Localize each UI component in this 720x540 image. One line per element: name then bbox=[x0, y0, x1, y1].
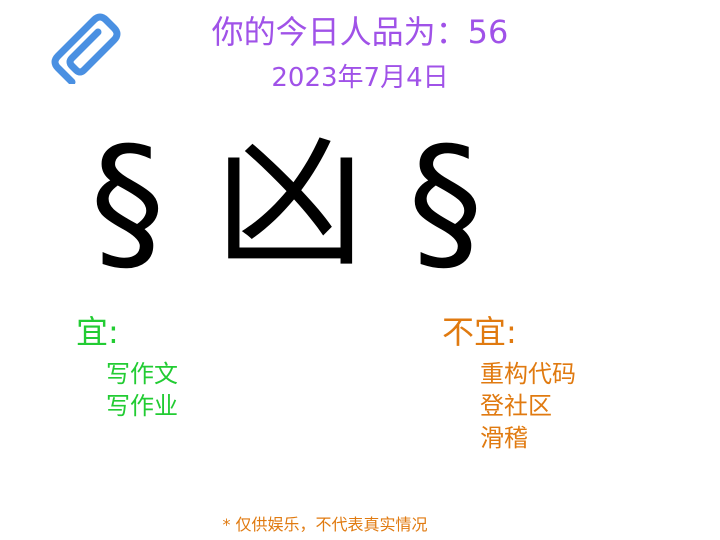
bad-heading: 不宜: bbox=[442, 313, 517, 351]
good-item: 写作业 bbox=[106, 392, 178, 420]
section-sign-right: § bbox=[408, 116, 483, 290]
bad-list: 重构代码 登社区 滑稽 bbox=[480, 358, 576, 454]
bad-item: 登社区 bbox=[480, 392, 552, 420]
bad-item: 重构代码 bbox=[480, 360, 576, 388]
fortune-display: § 凶 § bbox=[0, 118, 720, 288]
date-label: 2023年7月4日 bbox=[271, 63, 449, 93]
good-heading: 宜: bbox=[76, 313, 119, 351]
good-item: 写作文 bbox=[106, 360, 178, 388]
fortune-score-title: 你的今日人品为：56 bbox=[211, 13, 509, 51]
section-sign-left: § bbox=[90, 116, 165, 290]
paperclip-icon bbox=[50, 12, 130, 86]
bad-item: 滑稽 bbox=[480, 424, 528, 452]
disclaimer: * 仅供娱乐，不代表真实情况 bbox=[222, 515, 428, 534]
good-list: 写作文 写作业 bbox=[106, 358, 178, 422]
fortune-result: 凶 bbox=[215, 116, 366, 290]
